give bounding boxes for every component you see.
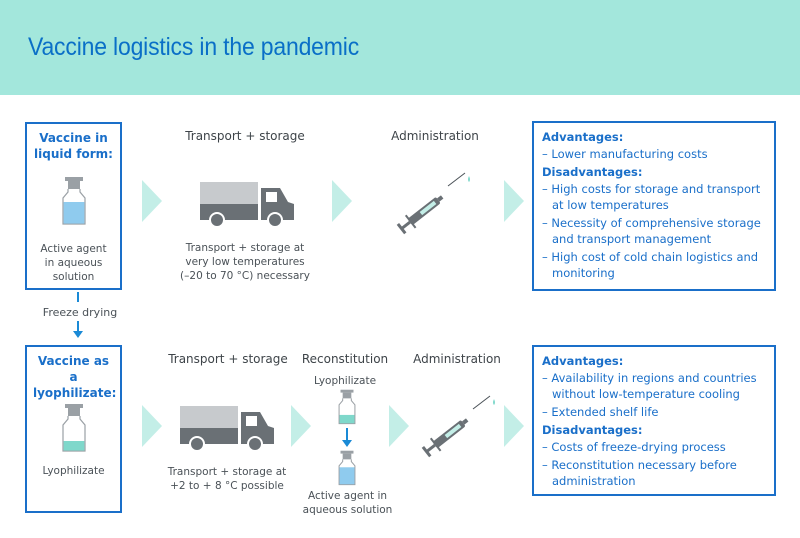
vial-liquid-icon — [62, 177, 86, 225]
flow-arrow-icon — [389, 405, 409, 447]
transport-title: Transport + storage — [185, 129, 305, 143]
administration-title: Administration — [391, 129, 479, 143]
lyophilizate-pros-cons-box: Advantages: – Availability in regions an… — [532, 345, 776, 496]
page-title: Vaccine logistics in the pandemic — [28, 33, 360, 61]
syringe-icon — [396, 172, 470, 235]
vial-liquid-icon — [338, 450, 356, 486]
disadvantage-item: – Costs of freeze-drying process — [542, 440, 726, 454]
flow-arrow-icon — [504, 180, 524, 222]
liquid-vaccine-title: Vaccine in liquid form: — [34, 131, 113, 161]
disadvantage-item: – Reconstitution necessary before admini… — [542, 458, 737, 488]
arrow-down-icon — [342, 428, 352, 447]
reconstitution-bottom-label: Active agent in aqueous solution — [302, 490, 393, 516]
connector-line — [77, 321, 79, 334]
lyophilizate-caption: Lyophilizate — [42, 465, 105, 477]
vial-lyophilizate-icon — [62, 404, 86, 452]
flow-arrow-icon — [332, 180, 352, 222]
disadvantages-heading: Disadvantages: — [542, 165, 643, 179]
flow-arrow-icon — [291, 405, 311, 447]
freeze-drying-label: Freeze drying — [42, 306, 118, 319]
advantage-item: – Availability in regions and countries … — [542, 371, 757, 401]
header-banner: Vaccine logistics in the pandemic — [0, 0, 800, 95]
lyophilizate-vaccine-box: Vaccine as a lyophilizate: Lyophilizate — [25, 345, 122, 513]
transport-title: Transport + storage — [168, 352, 288, 366]
liquid-pros-cons-box: Advantages: – Lower manufacturing costs … — [532, 121, 776, 291]
disadvantage-item: – High cost of cold chain logistics and … — [542, 250, 759, 280]
truck-icon — [200, 182, 294, 228]
vial-lyophilizate-icon — [338, 389, 356, 425]
liquid-vaccine-box: Vaccine in liquid form: Active agent in … — [25, 122, 122, 290]
disadvantage-item: – High costs for storage and transport a… — [542, 182, 761, 212]
advantage-item: – Lower manufacturing costs — [542, 147, 708, 161]
lyophilizate-vaccine-title: Vaccine as a lyophilizate: — [33, 354, 117, 400]
truck-icon — [180, 406, 274, 452]
reconstitution-top-label: Lyophilizate — [313, 375, 377, 387]
administration-title: Administration — [413, 352, 501, 366]
flow-arrow-icon — [142, 180, 162, 222]
advantages-heading: Advantages: — [542, 130, 624, 144]
disadvantage-item: – Necessity of comprehensive storage and… — [542, 216, 761, 246]
transport-caption: Transport + storage at +2 to + 8 °C poss… — [167, 466, 287, 492]
flow-arrow-icon — [504, 405, 524, 447]
disadvantages-heading: Disadvantages: — [542, 423, 643, 437]
flow-arrow-icon — [142, 405, 162, 447]
arrow-down-icon — [73, 331, 83, 338]
advantages-heading: Advantages: — [542, 354, 624, 368]
transport-caption: Transport + storage at very low temperat… — [180, 242, 310, 282]
connector-line — [77, 292, 79, 302]
liquid-vaccine-caption: Active agent in aqueous solution — [40, 243, 107, 283]
syringe-icon — [421, 395, 495, 458]
advantage-item: – Extended shelf life — [542, 405, 659, 419]
reconstitution-title: Reconstitution — [301, 352, 389, 366]
